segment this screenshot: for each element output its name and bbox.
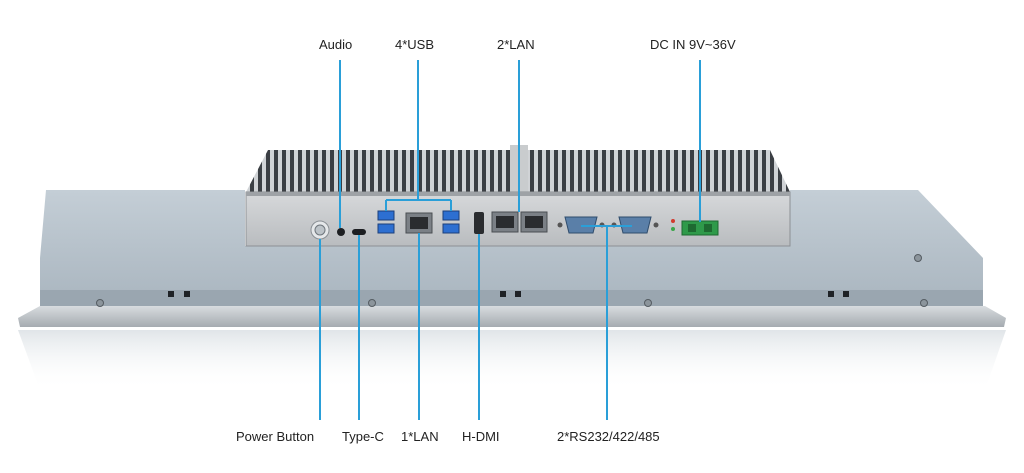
label-serial: 2*RS232/422/485 bbox=[557, 429, 660, 444]
label-hdmi: H-DMI bbox=[462, 429, 500, 444]
leader-lines bbox=[319, 60, 701, 420]
reflection bbox=[18, 330, 1006, 390]
serial-ports bbox=[557, 216, 659, 234]
bezel-frame bbox=[18, 306, 1006, 327]
label-lan1: 1*LAN bbox=[401, 429, 439, 444]
hdmi-port bbox=[474, 212, 484, 234]
panel-mount-marks bbox=[168, 291, 849, 297]
label-lan2: 2*LAN bbox=[497, 37, 535, 52]
label-usb: 4*USB bbox=[395, 37, 435, 52]
label-dc-in: DC IN 9V~36V bbox=[650, 37, 736, 52]
label-audio: Audio bbox=[319, 37, 353, 52]
power-button-port bbox=[310, 220, 330, 240]
lan2-ports bbox=[491, 211, 548, 233]
panel-edge bbox=[40, 290, 983, 306]
dc-terminal bbox=[681, 220, 719, 236]
panel-screws bbox=[96, 254, 928, 307]
label-power-button: Power Button bbox=[236, 429, 315, 444]
panel-back bbox=[40, 190, 983, 306]
lan1-port bbox=[405, 212, 433, 234]
type-c-port bbox=[352, 229, 366, 235]
audio-jack bbox=[337, 228, 345, 236]
led-red bbox=[671, 219, 675, 223]
label-type-c: Type-C bbox=[342, 429, 384, 444]
led-green bbox=[671, 227, 675, 231]
